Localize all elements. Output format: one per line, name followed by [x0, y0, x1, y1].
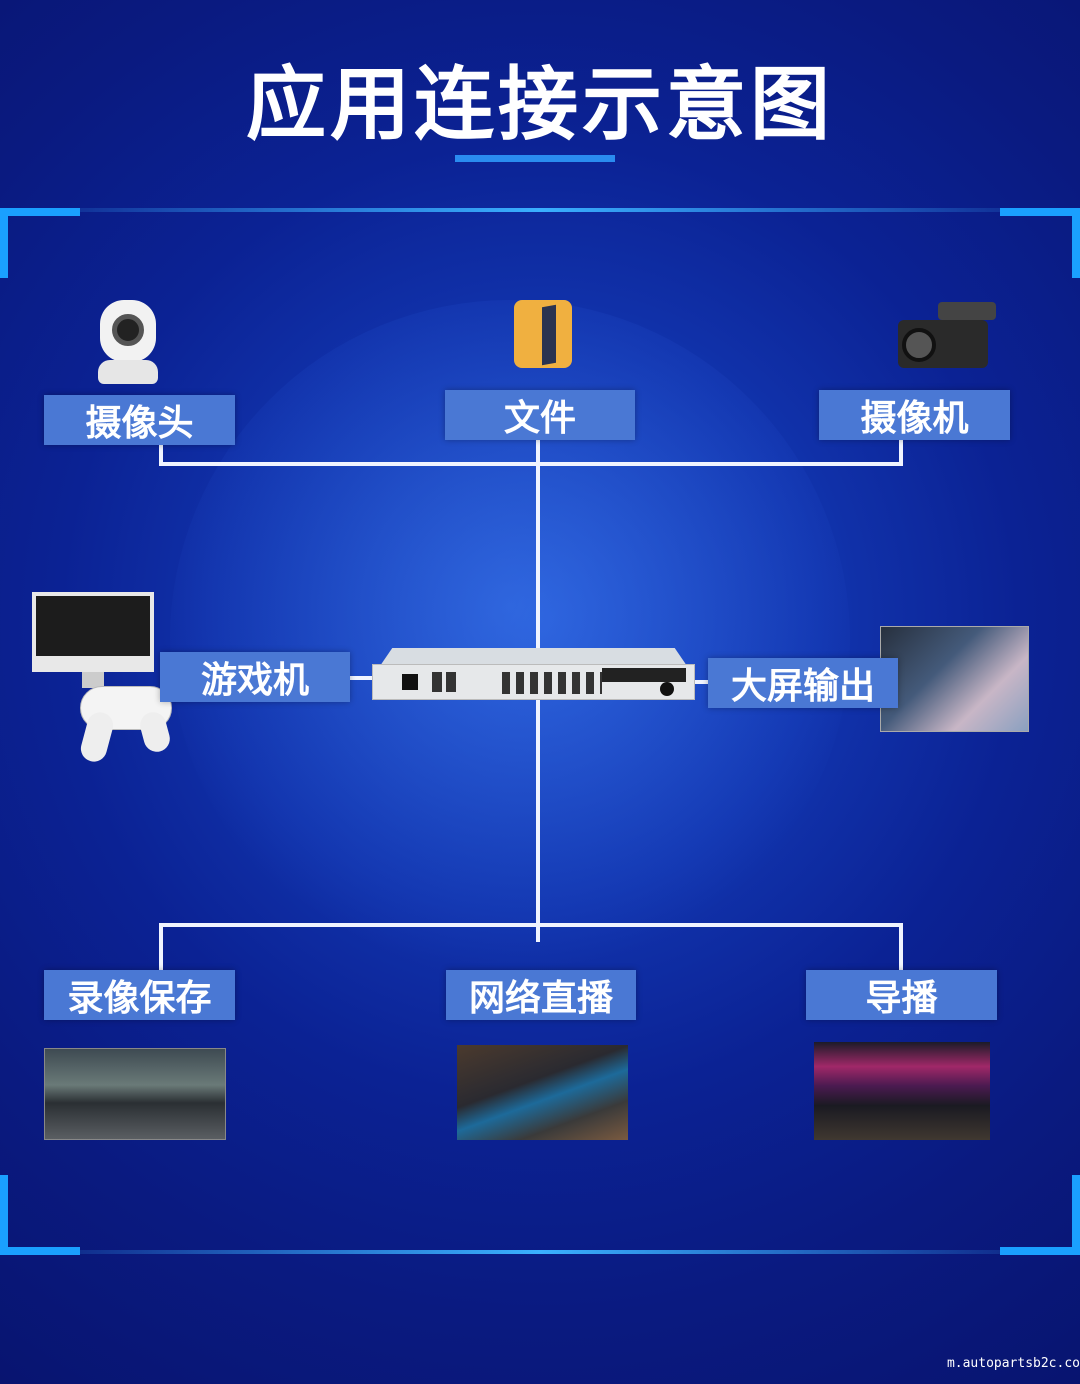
- frame-top-line: [0, 208, 1080, 212]
- directing-room-photo: [814, 1042, 990, 1140]
- label-live-stream: 网络直播: [446, 970, 636, 1020]
- line-camera: [159, 444, 163, 466]
- file-icon: [514, 300, 572, 368]
- frame-bottom-line: [0, 1250, 1080, 1254]
- live-stream-photo: [457, 1045, 628, 1140]
- frame-corner-tr: [1000, 208, 1080, 278]
- camcorder-icon: [898, 298, 998, 370]
- title-underline: [455, 155, 615, 162]
- security-camera-icon: [98, 300, 158, 384]
- label-camcorder: 摄像机: [819, 390, 1010, 440]
- line-screen: [694, 680, 710, 684]
- frame-corner-tl: [0, 208, 80, 278]
- recording-software-screenshot: [44, 1048, 226, 1140]
- label-big-screen: 大屏输出: [708, 658, 898, 708]
- encoder-device-image: [372, 648, 695, 702]
- line-game: [350, 676, 374, 680]
- line-directing: [899, 923, 903, 970]
- frame-corner-br: [1000, 1175, 1080, 1255]
- gamepad-icon: [77, 672, 173, 765]
- bottom-bus-line: [160, 923, 902, 927]
- top-bus-line: [160, 462, 902, 466]
- label-camera: 摄像头: [44, 395, 235, 445]
- label-file: 文件: [445, 390, 635, 440]
- label-game-console: 游戏机: [160, 652, 350, 702]
- label-directing: 导播: [806, 970, 997, 1020]
- monitor-icon: [32, 592, 157, 697]
- frame-corner-bl: [0, 1175, 80, 1255]
- line-record: [159, 923, 163, 970]
- page-title: 应用连接示意图: [246, 58, 834, 151]
- watermark: m.autopartsb2c.co: [946, 1356, 1080, 1371]
- big-screen-photo: [880, 626, 1029, 732]
- line-camcorder: [899, 439, 903, 466]
- label-record: 录像保存: [44, 970, 235, 1020]
